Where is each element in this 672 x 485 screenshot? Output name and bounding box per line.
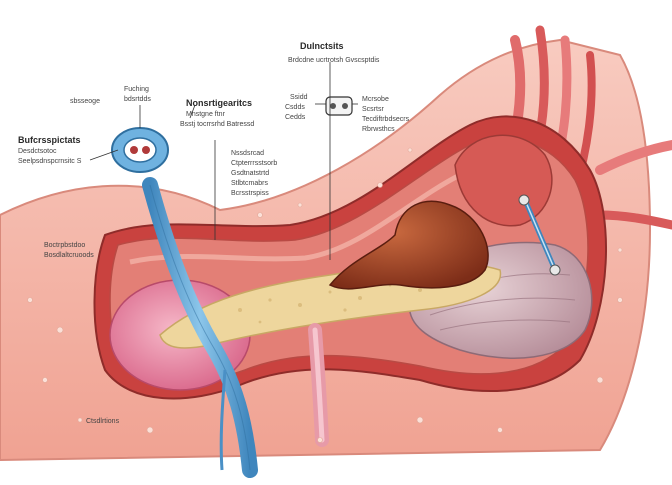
- right-instrument: [518, 194, 561, 276]
- top-connector: [325, 96, 353, 116]
- tan-texture: [238, 283, 422, 324]
- port-device: [111, 127, 169, 173]
- brown-mass: [328, 200, 489, 290]
- label-right-a: Ssidd: [290, 94, 308, 101]
- label-left-d3: Seelpsdnspcrnsitc S: [18, 158, 82, 165]
- label-left-d2: Desdctsotoc: [18, 148, 57, 155]
- label-side-2: Bosdlaltcruoods: [44, 252, 94, 259]
- label-right-d4: Rbrwsthcs: [362, 126, 395, 133]
- label-right-b: Csdds: [285, 104, 305, 111]
- label-mid-2: Ctpterrrsstsorb: [231, 160, 278, 167]
- wall-bubbles: [27, 147, 623, 443]
- label-right-d1: Mcrsobe: [362, 96, 389, 103]
- label-left-c3: Bsstj tocrrsrhd Batressd: [180, 121, 255, 128]
- label-side-1: Boctrpbstdoo: [44, 242, 86, 249]
- label-mid-3: Gsdtnatstrtd: [231, 170, 270, 177]
- label-right-c: Cedds: [285, 114, 306, 121]
- label-left-c1: Nonsrtigearitcs: [186, 98, 253, 108]
- label-right-d3: Tecdiftrbdsecrs: [362, 116, 410, 123]
- cavity-band: [129, 172, 462, 265]
- label-mid-4: Stlbtcmabrs: [231, 180, 268, 187]
- label-bottom: Ctsdlrtions: [86, 418, 120, 425]
- label-right-d2: Scsrtsr: [362, 106, 384, 113]
- label-left-a: sbsseoge: [70, 98, 100, 105]
- label-left-b2: bdsrtdds: [124, 96, 151, 103]
- label-left-c2: Mnstgne ftnr: [186, 111, 225, 118]
- label-top-title: Dulnctsits: [300, 41, 344, 51]
- label-left-d1: Bufcrsspictats: [18, 135, 81, 145]
- label-left-b1: Fuching: [124, 86, 149, 93]
- leader-lines: [89, 62, 358, 260]
- label-mid-1: Nssdsrcad: [231, 150, 265, 157]
- label-top-sub: Brdcdne ucrtrotsh Gvscsptdis: [288, 57, 380, 64]
- blue-cable: [219, 369, 227, 471]
- label-mid-5: Bcrsstrspiss: [231, 190, 269, 197]
